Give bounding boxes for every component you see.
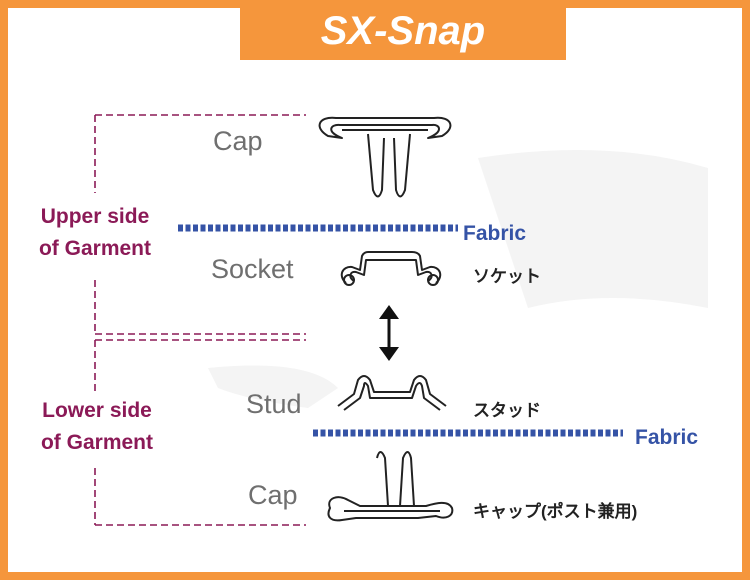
stud-part xyxy=(337,375,447,411)
cap-top-part xyxy=(318,116,452,198)
connect-arrow xyxy=(379,305,399,361)
snap-illustration xyxy=(94,114,708,526)
socket-jp-label: ソケット xyxy=(473,267,541,286)
cap-bottom-part xyxy=(327,451,454,522)
diagram-title: SX-Snap xyxy=(320,9,486,53)
stud-jp-label: スタッド xyxy=(473,401,541,420)
upper-side-line2: of Garment xyxy=(38,237,151,260)
lower-side-label: Lower side of Garment xyxy=(22,395,172,459)
fabric-lower-label: Fabric xyxy=(635,426,699,449)
lower-bracket xyxy=(94,339,306,526)
upper-bracket xyxy=(94,114,306,335)
cap-jp-label: キャップ(ポスト兼用) xyxy=(473,502,638,521)
upper-side-line1: Upper side xyxy=(40,205,150,228)
cap-bottom-label: Cap xyxy=(248,480,298,510)
cap-top-label: Cap xyxy=(213,126,263,156)
title-banner: SX-Snap xyxy=(240,8,566,60)
fabric-upper-label: Fabric xyxy=(463,222,527,245)
socket-label: Socket xyxy=(211,254,294,284)
stud-label: Stud xyxy=(246,389,302,419)
lower-side-line1: Lower side xyxy=(42,399,152,422)
background-shapes xyxy=(208,150,708,408)
lower-side-line2: of Garment xyxy=(40,431,153,454)
upper-side-label: Upper side of Garment xyxy=(20,201,170,265)
socket-part xyxy=(340,251,442,286)
